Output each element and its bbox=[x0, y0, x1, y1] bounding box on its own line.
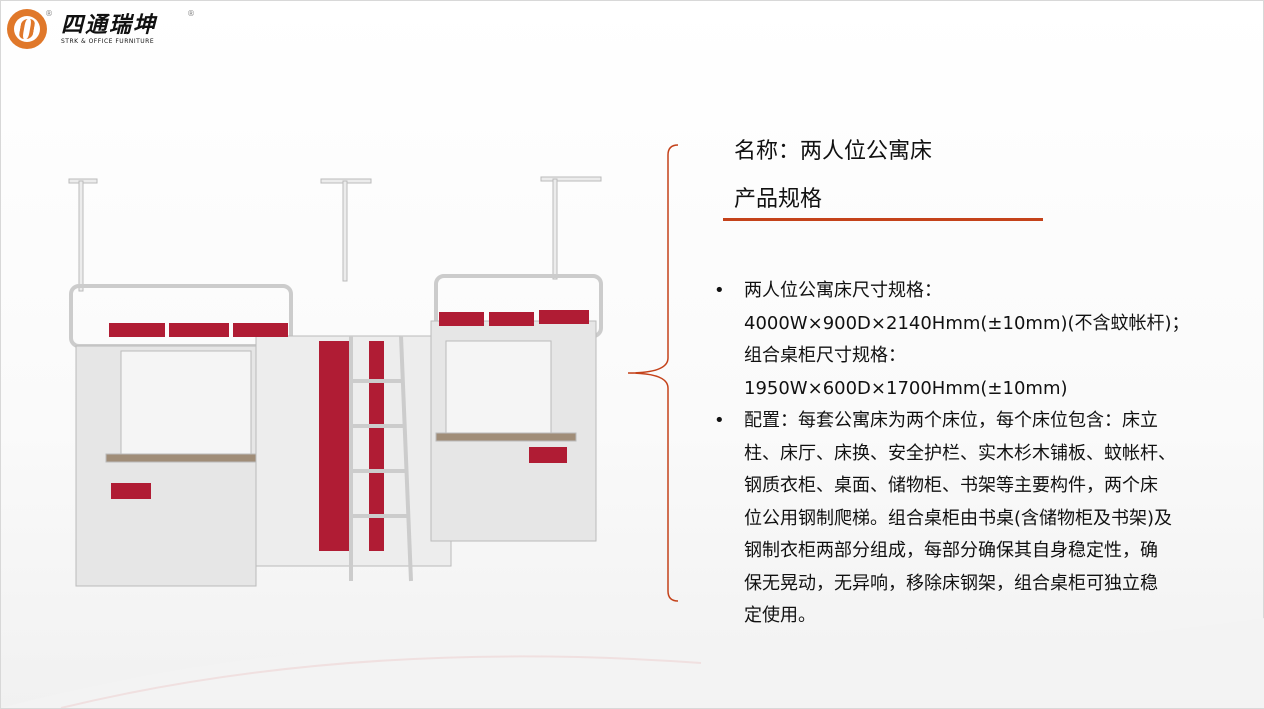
config-line: 保无晃动，无异响，移除床钢架，组合桌柜可独立稳 bbox=[744, 572, 1158, 594]
heading-underline bbox=[723, 218, 1043, 221]
registered-mark: ® bbox=[45, 9, 53, 18]
registered-mark: ® bbox=[187, 9, 195, 18]
product-name: 名称：两人位公寓床 bbox=[734, 139, 933, 164]
list-item: • 两人位公寓床尺寸规格： 4000W×900D×2140Hmm(±10mm)(… bbox=[714, 275, 1190, 405]
section-heading: 产品规格 bbox=[734, 187, 823, 212]
product-image-apartment-bed bbox=[68, 176, 603, 587]
spec-list: • 两人位公寓床尺寸规格： 4000W×900D×2140Hmm(±10mm)(… bbox=[714, 275, 1190, 633]
logo-tagline: STRK & OFFICE FURNITURE bbox=[61, 37, 155, 45]
config-line: 钢制衣柜两部分组成，每部分确保其自身稳定性，确 bbox=[744, 540, 1158, 561]
decorative-swoosh bbox=[1, 618, 1264, 708]
spec-line: 1950W×600D×1700Hmm(±10mm) bbox=[744, 377, 1068, 399]
config-line: 配置：每套公寓床为两个床位，每个床位包含：床立 bbox=[744, 410, 1158, 431]
config-line: 位公用钢制爬梯。组合桌柜由书桌(含储物柜及书架)及 bbox=[744, 507, 1173, 529]
list-item: • 配置：每套公寓床为两个床位，每个床位包含：床立 柱、床厅、床换、安全护栏、实… bbox=[714, 405, 1190, 633]
spec-line: 组合桌柜尺寸规格： bbox=[744, 345, 906, 366]
logo-mark-icon bbox=[7, 9, 47, 49]
logo-name: 四通瑞坤 bbox=[61, 12, 158, 38]
config-line: 定使用。 bbox=[744, 605, 816, 626]
config-line: 柱、床厅、床换、安全护栏、实木杉木铺板、蚊帐杆、 bbox=[744, 442, 1176, 464]
spec-line: 4000W×900D×2140Hmm(±10mm)(不含蚊帐杆)； bbox=[744, 312, 1190, 334]
spec-line: 两人位公寓床尺寸规格： bbox=[744, 280, 942, 301]
bracket-decoration bbox=[627, 144, 679, 602]
brand-logo: 四通瑞坤 STRK & OFFICE FURNITURE ® ® bbox=[7, 9, 195, 49]
config-line: 钢质衣柜、桌面、储物柜、书架等主要构件，两个床 bbox=[744, 475, 1158, 496]
